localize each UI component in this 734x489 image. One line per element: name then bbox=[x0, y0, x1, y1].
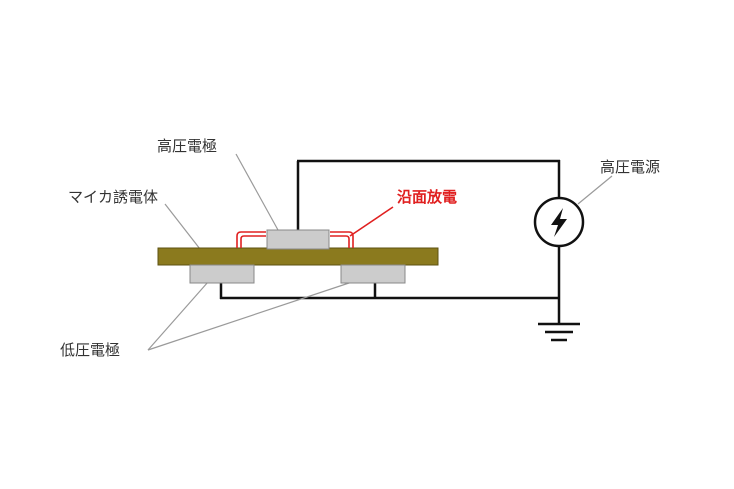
leader-high-electrode bbox=[235, 153, 279, 231]
label-high-voltage-electrode: 高圧電極 bbox=[157, 137, 217, 155]
surface-discharge-arcs bbox=[236, 206, 394, 248]
low-voltage-electrode-left bbox=[189, 264, 255, 284]
low-voltage-electrode-right bbox=[340, 264, 406, 284]
leader-mica bbox=[164, 203, 201, 250]
discharge-arc-left-inner bbox=[240, 235, 266, 248]
power-supply bbox=[533, 196, 585, 248]
label-mica-dielectric: マイカ誘電体 bbox=[68, 188, 158, 206]
leader-low-left bbox=[147, 281, 209, 351]
label-surface-discharge: 沿面放電 bbox=[397, 188, 457, 206]
lightning-bolt-icon bbox=[551, 208, 567, 237]
leader-power-supply bbox=[577, 175, 613, 205]
high-voltage-electrode bbox=[266, 229, 330, 250]
discharge-arc-right-outer bbox=[330, 231, 354, 248]
label-low-voltage-electrode: 低圧電極 bbox=[60, 341, 120, 359]
circuit-wires bbox=[219, 159, 561, 323]
ground-icon bbox=[538, 322, 580, 342]
leader-low-right bbox=[147, 281, 353, 351]
label-high-voltage-power-supply: 高圧電源 bbox=[600, 158, 660, 176]
leader-lines bbox=[147, 153, 613, 351]
leader-surface-discharge bbox=[349, 206, 394, 237]
discharge-arc-right-inner bbox=[330, 235, 350, 248]
mica-dielectric-plate bbox=[157, 247, 439, 266]
discharge-arc-left-outer bbox=[236, 231, 266, 248]
